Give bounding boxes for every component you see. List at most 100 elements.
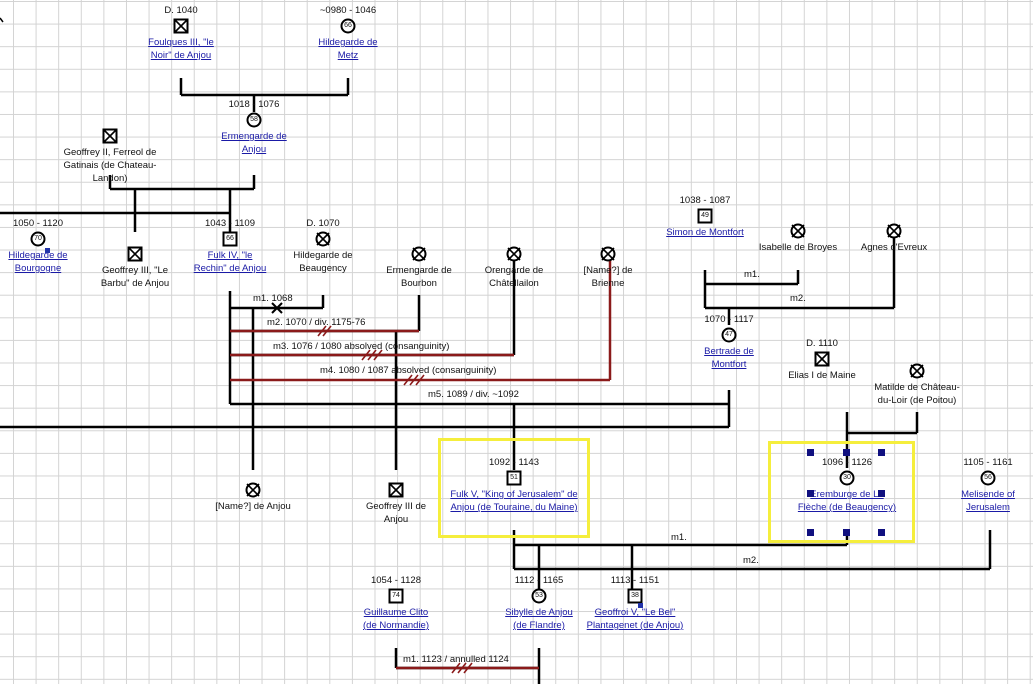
relationship-label: m2. [743,555,759,566]
marker-icon [45,248,50,253]
person-name-link[interactable]: Eremburge de La Flèche (de Beaugency) [797,489,897,513]
resize-handle-e[interactable] [878,490,885,497]
person-name-link[interactable]: Melisende of Jerusalem [961,489,1015,513]
person-name-anjou[interactable]: [Name?] de Anjou [213,468,293,513]
male-deceased-icon: 74 [388,588,404,604]
female-deceased-icon: 66 [340,18,356,34]
age-label: 56 [984,474,992,481]
person-geoffrey3-anjou[interactable]: Geoffrey III de Anjou [356,468,436,526]
person-dates: 1105 - 1161 [963,457,1013,468]
person-orengarde[interactable]: Orengarde de Châtellailon [474,232,554,290]
male-deceased-icon [814,351,830,367]
person-name-link[interactable]: Hildegarde de Metz [318,37,378,61]
resize-handle-n[interactable] [843,449,850,456]
person-dates: D. 1070 [306,218,340,229]
person-dates: 1018 - 1076 [228,99,280,110]
person-dates [854,209,934,222]
resize-handle-ne[interactable] [878,449,885,456]
marker-icon [638,603,643,608]
female-deceased-icon [506,246,522,262]
age-label: 66 [226,235,234,242]
resize-handle-nw[interactable] [807,449,814,456]
male-deceased-icon [102,128,118,144]
person-name-link[interactable]: Fulk IV, "le Rechin" de Anjou [193,250,267,274]
person-name: Elias I de Maine [788,370,856,381]
person-dates [474,232,554,245]
person-dates [213,468,293,481]
resize-handle-s[interactable] [843,529,850,536]
person-ermengarde-bourbon[interactable]: Ermengarde de Bourbon [379,232,459,290]
relationship-label: m1. 1068 [253,293,293,304]
selection-box-fulk5 [438,438,590,538]
male-deceased-icon: 66 [222,231,238,247]
person-dates: 1092 - 1143 [488,457,539,468]
person-name: Isabelle de Broyes [758,242,838,253]
female-deceased-icon [909,363,925,379]
age-label: 66 [344,22,352,29]
resize-handle-se[interactable] [878,529,885,536]
person-dates [568,232,648,245]
male-deceased-icon [388,482,404,498]
person-dates: 1050 - 1120 [12,218,63,229]
relationship-label: m1. 1123 / annulled 1124 [403,654,509,665]
person-dates: ~0980 - 1046 [319,5,377,16]
person-name-link[interactable]: Sibylle de Anjou (de Flandre) [505,607,573,631]
female-deceased-icon [790,223,806,239]
person-geoffrey2[interactable]: Geoffrey II, Ferreol de Gatinais (de Cha… [55,114,165,185]
person-name: Geoffrey III de Anjou [365,501,427,525]
person-name: Matilde de Château-du-Loir (de Poitou) [874,382,960,406]
person-matilde[interactable]: Matilde de Château-du-Loir (de Poitou) [872,349,962,407]
age-label: 47 [725,331,733,338]
person-name-link[interactable]: Bertrade de Montfort [704,346,754,370]
person-name-link[interactable]: Hildegarde de Bourgogne [8,250,68,274]
person-geoffrey3-barbu[interactable]: Geoffrey III, "Le Barbu" de Anjou [95,232,175,290]
person-name-brienne[interactable]: [Name?] de Brienne [568,232,648,290]
age-label: 74 [392,592,400,599]
age-label: 70 [34,235,42,242]
person-name-link[interactable]: Foulques III, "le Noir" de Anjou [148,37,214,61]
female-deceased-icon [886,223,902,239]
person-dates [356,468,436,481]
male-deceased-icon: 51 [506,470,522,486]
person-dates: D. 1110 [806,338,838,349]
resize-handle-w[interactable] [807,490,814,497]
female-deceased-icon: 58 [246,112,262,128]
person-name-link[interactable]: Simon de Montfort [666,227,744,238]
male-deceased-icon [127,246,143,262]
relationship-label: m5. 1089 / div. ~1092 [428,389,519,400]
relationship-label: m3. 1076 / 1080 absolved (consanguinity) [273,341,450,352]
person-dates: 1113 - 1151 [610,575,660,586]
person-dates: 1070 - 1117 [704,314,754,325]
person-name-link[interactable]: Geoffroi V, "Le Bel" Plantagenet (de Anj… [586,607,684,631]
person-dates [872,349,962,362]
resize-handle-sw[interactable] [807,529,814,536]
person-name-link[interactable]: Guillaume Clito (de Normandie) [363,607,429,631]
person-dates: D. 1040 [164,5,198,16]
person-name-link[interactable]: Fulk V, "King of Jerusalem" de Anjou (de… [450,489,578,513]
person-name-link[interactable]: Ermengarde de Anjou [221,131,287,155]
person-name: Geoffrey II, Ferreol de Gatinais (de Cha… [63,147,157,184]
person-name: Hildegarde de Beaugency [293,250,353,274]
person-dates: 1043 - 1109 [204,218,255,229]
person-agnes[interactable]: Agnes d'Evreux [854,209,934,254]
person-isabelle[interactable]: Isabelle de Broyes [758,209,838,254]
male-deceased-icon: 38 [627,588,643,604]
person-dates [758,209,838,222]
